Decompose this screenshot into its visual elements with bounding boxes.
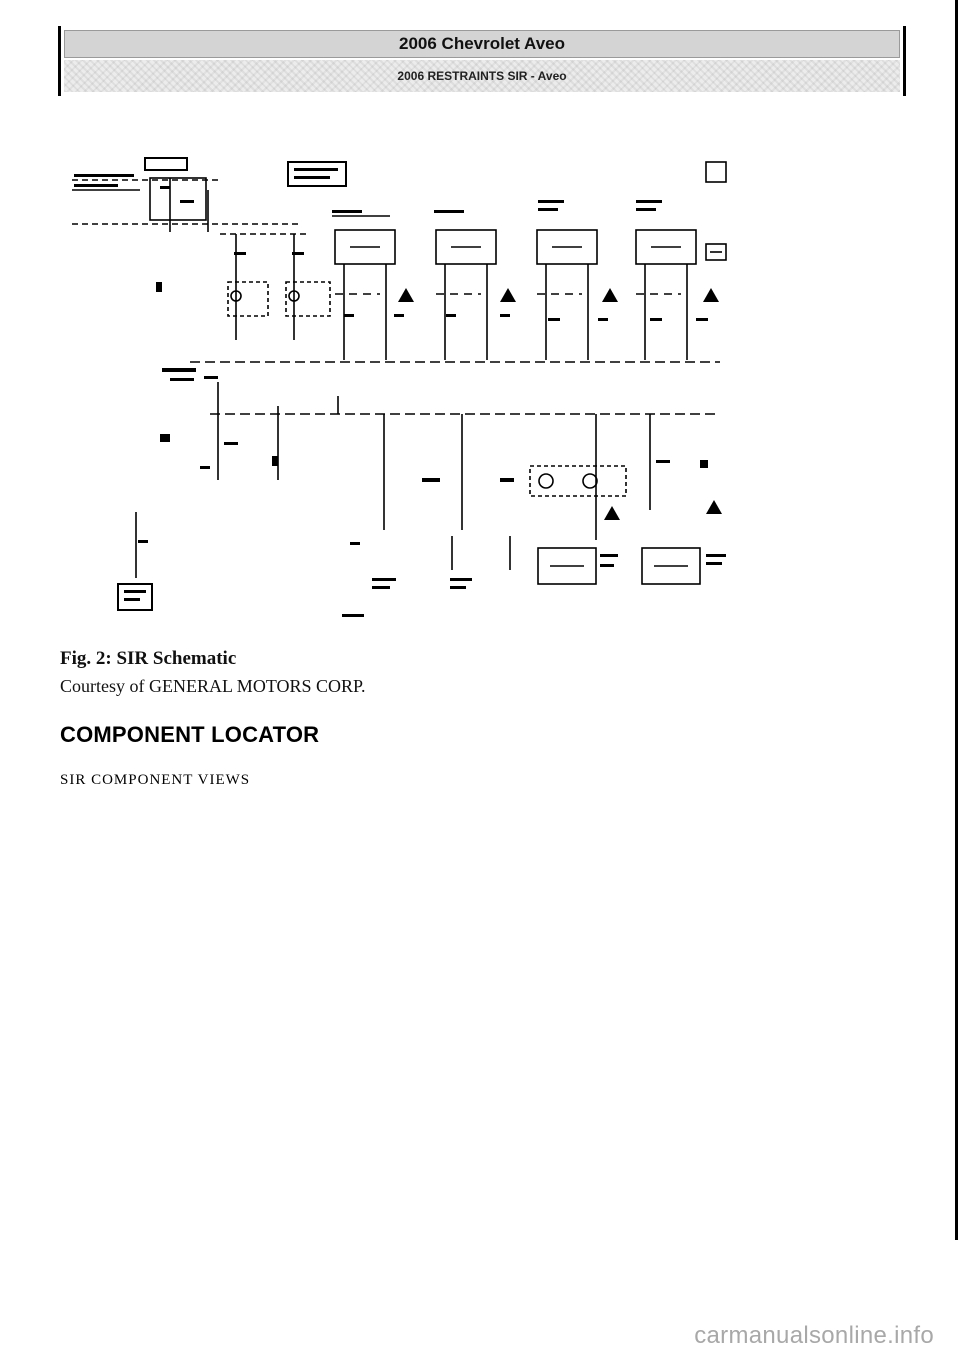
watermark-text: carmanualsonline.info — [694, 1322, 934, 1349]
figure-courtesy: Courtesy of GENERAL MOTORS CORP. — [60, 676, 366, 696]
page-right-border — [955, 0, 958, 1240]
section-subheading: SIR COMPONENT VIEWS — [60, 772, 251, 788]
page-title: 2006 Chevrolet Aveo — [64, 30, 900, 58]
section-heading: COMPONENT LOCATOR — [60, 722, 320, 747]
figure-caption: Fig. 2: SIR Schematic — [60, 648, 237, 669]
sir-schematic-diagram — [72, 157, 727, 617]
page-subtitle: 2006 RESTRAINTS SIR - Aveo — [64, 60, 900, 92]
header-frame — [58, 26, 906, 96]
